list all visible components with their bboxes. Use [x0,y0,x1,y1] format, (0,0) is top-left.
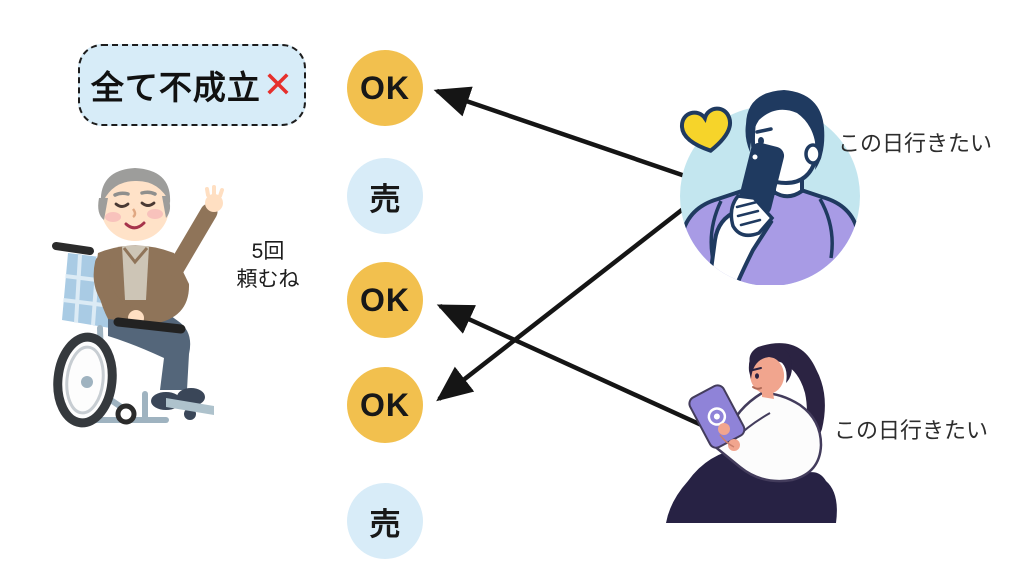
buyer-top-caption: この日行きたい [838,131,993,156]
man-shirt [122,246,149,300]
woman-legs [666,448,837,523]
wheelchair-wheel [53,332,117,428]
lowered-arm [93,255,140,324]
buyer-bottom-caption: この日行きたい [834,418,989,443]
seller-caption-line1: 5回 [251,240,285,263]
woman-hair-front [748,345,792,383]
woman-face [749,356,785,394]
seller-caption-line2: 頼むね [236,268,300,291]
ticket-label: 売 [369,506,401,542]
wheelchair-caster [115,403,137,425]
arrow-buyer-top-to-ticket-4 [436,200,694,402]
result-box-label: 全て不成立 [90,69,261,106]
buyer-man-phone-hand [729,142,785,238]
raised-arm [167,203,218,277]
ticket-label: OK [360,386,410,423]
seller-caption: 5回 頼むね [218,238,318,294]
buyer-woman-illustration [666,343,837,523]
wheelchair-handle [52,242,94,255]
man-head [98,168,171,241]
elderly-man-wheelchair-illustration [52,168,224,428]
heart-icon [679,106,733,153]
ticket-circle-1: OK [347,50,423,126]
arrow-buyer-top-to-ticket-1 [433,86,689,180]
ticket-circle-4: OK [347,367,423,443]
ticket-label: OK [360,281,410,318]
cross-icon: ✕ [262,64,294,105]
result-box: 全て不成立 ✕ [78,44,306,126]
ticket-circle-5: 売 [347,483,423,559]
ticket-circle-2: 売 [347,158,423,234]
ticket-circle-3: OK [347,262,423,338]
wheelchair-armrest [113,317,186,334]
woman-tablet [688,384,746,451]
raised-hand [205,194,223,212]
arrow-buyer-bottom-to-ticket-3 [436,303,709,431]
ticket-label: 売 [369,181,401,217]
wheelchair-footrest [166,398,214,415]
ticket-label: OK [360,69,410,106]
buyer-man-illustration [679,90,860,285]
woman-face-features [752,367,762,390]
